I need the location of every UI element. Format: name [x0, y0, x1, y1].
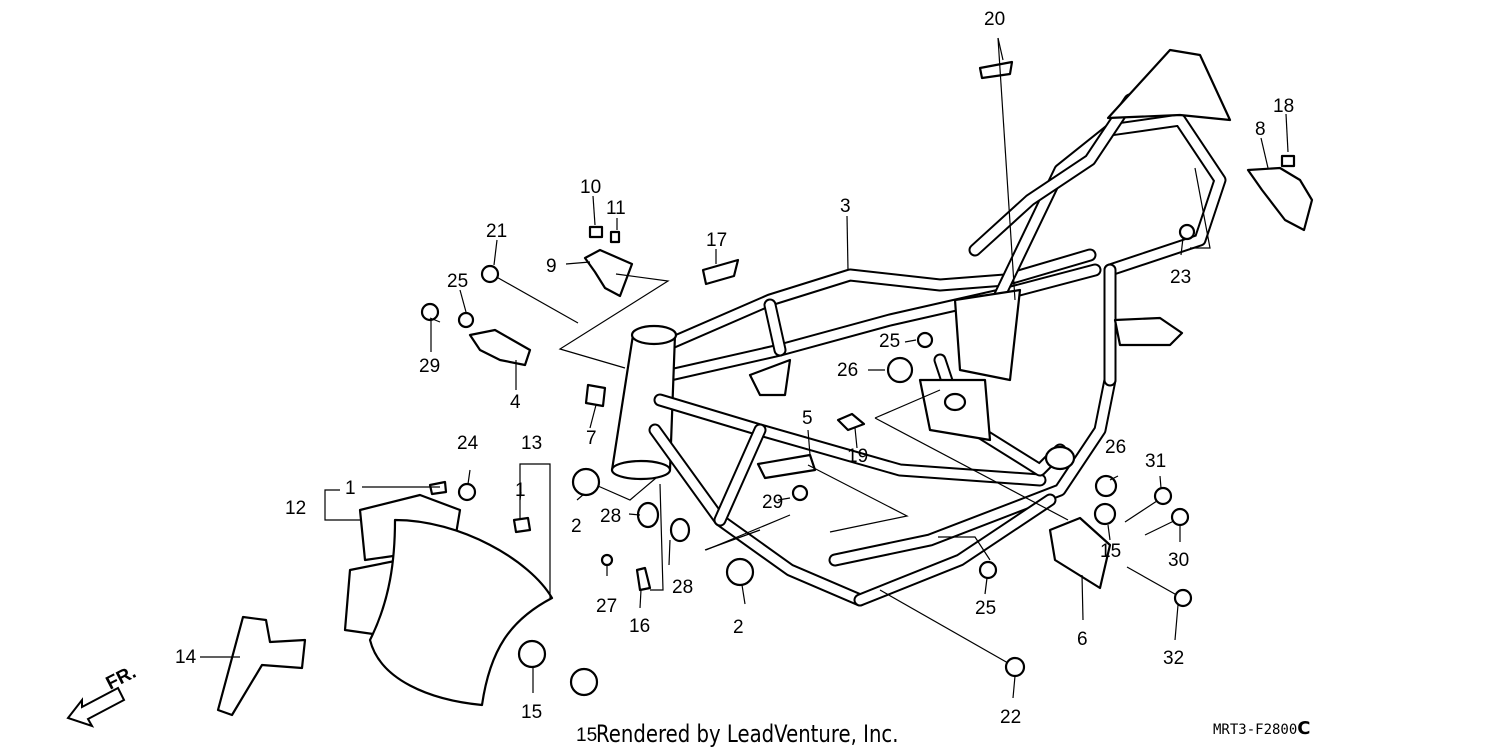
callout: 13	[521, 433, 542, 454]
callout: 15	[521, 702, 542, 723]
callout: 11	[606, 198, 626, 219]
callout: 19	[847, 446, 868, 467]
callout: 7	[586, 428, 597, 449]
callout: 22	[1000, 707, 1021, 728]
callout: 26	[837, 360, 858, 381]
callout: 9	[546, 256, 557, 277]
callout: 3	[840, 196, 851, 217]
callout: 29	[762, 492, 783, 513]
callout: 6	[1077, 629, 1088, 650]
callout: 20	[984, 9, 1005, 30]
callout: 31	[1145, 451, 1166, 472]
callout: 1	[345, 478, 356, 499]
callout: 15	[576, 725, 597, 746]
callout: 15	[1100, 541, 1121, 562]
callout: 1	[515, 480, 526, 501]
small-parts	[216, 60, 1314, 717]
callout: 25	[879, 331, 900, 352]
main-frame	[610, 48, 1232, 678]
drawing-code: MRT3-F2800C	[1213, 718, 1311, 739]
drawing-code-suffix: C	[1297, 718, 1311, 739]
callout: 14	[175, 647, 197, 668]
callout: 24	[457, 433, 479, 454]
callout: 5	[802, 408, 813, 429]
callout: 2	[733, 617, 744, 638]
credit-text: Rendered by LeadVenture, Inc.	[596, 720, 899, 748]
callout: 29	[419, 356, 440, 377]
callout: 10	[580, 177, 601, 198]
callout: 18	[1273, 96, 1294, 117]
callout: 25	[975, 598, 996, 619]
callout: 32	[1163, 648, 1184, 669]
callout: 16	[629, 616, 650, 637]
callout: 21	[486, 221, 507, 242]
front-arrow-label: FR.	[103, 662, 140, 695]
callout: 28	[600, 506, 621, 527]
leader-lines	[200, 37, 1289, 699]
front-direction-arrow-icon: FR.	[66, 662, 140, 728]
callout: 26	[1105, 437, 1126, 458]
callout: 8	[1255, 119, 1266, 140]
callout: 27	[596, 596, 617, 617]
callout: 2	[571, 516, 582, 537]
callout: 25	[447, 271, 468, 292]
drawing-code-text: MRT3-F2800	[1213, 722, 1298, 738]
callout: 12	[285, 498, 306, 519]
callout: 30	[1168, 550, 1189, 571]
callout-labels: 20 18 8 10 11 21 17 3 9 25 29 4 23 25 26…	[175, 9, 1294, 746]
callout: 28	[672, 577, 693, 598]
callout: 23	[1170, 267, 1191, 288]
callout: 17	[706, 230, 727, 251]
callout: 4	[510, 392, 521, 413]
